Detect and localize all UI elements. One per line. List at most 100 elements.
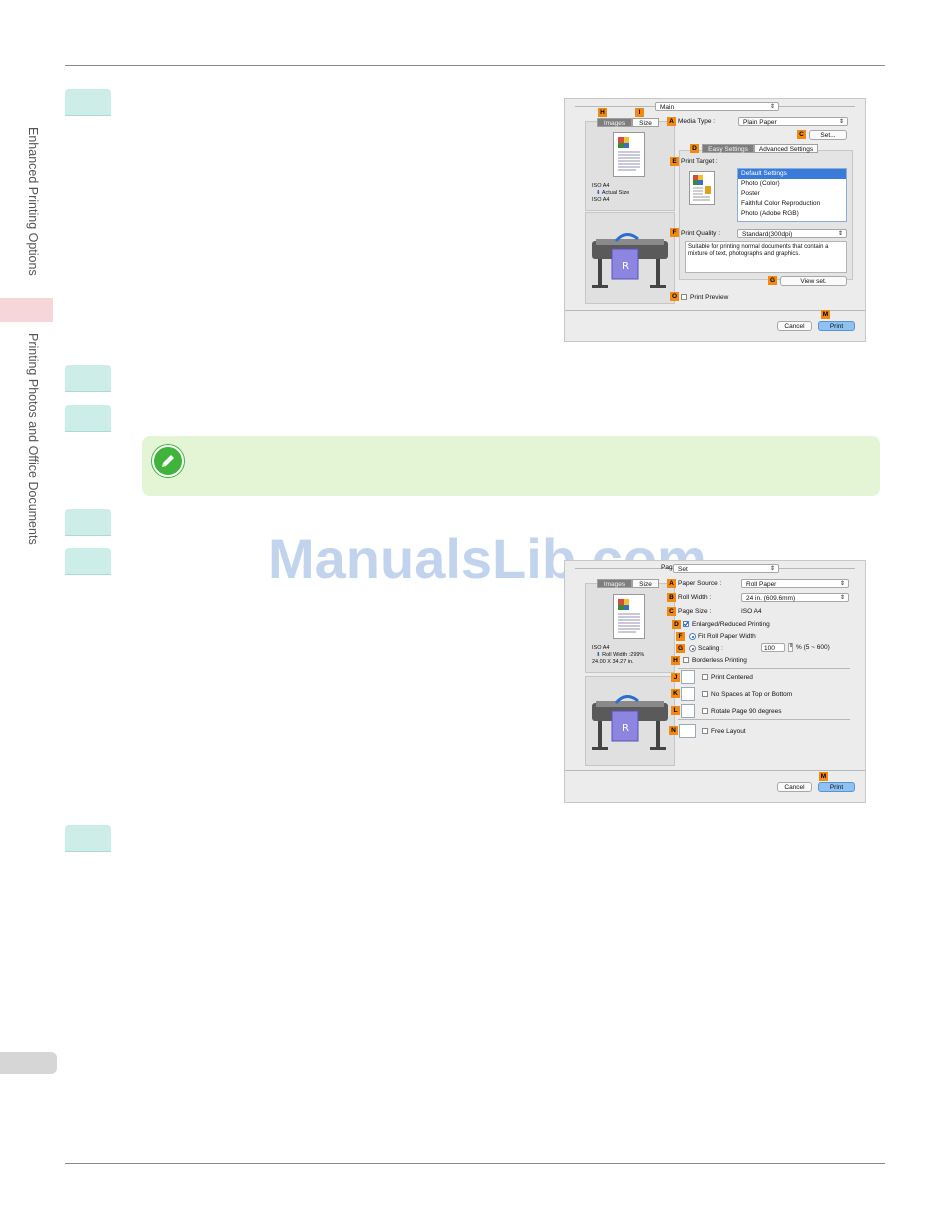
media-type-popup[interactable]: Plain Paper⇕ [738,117,848,126]
tab-size[interactable]: Size [632,118,659,127]
divider [678,668,850,669]
tag-e: E [670,157,679,166]
print-target-option[interactable]: Faithful Color Reproduction [741,200,821,207]
stepper-arrows-icon: ⇕ [789,643,794,649]
print-quality-popup[interactable]: Standard(300dpi)⇕ [737,229,847,238]
tag-d: D [690,144,699,153]
print-target-list[interactable]: Default Settings Photo (Color) Poster Fa… [737,168,847,222]
svg-text:R: R [622,261,629,272]
size-info-line1: ISO A4 [592,183,610,189]
tag-c: C [667,607,676,616]
tab-advanced-settings[interactable]: Advanced Settings [754,144,818,153]
arrow-down-icon: ⬇ [596,652,601,658]
free-layout-checkbox[interactable] [702,728,708,734]
printer-illustration-panel: R [585,212,675,304]
large-format-printer-icon: R [592,233,668,288]
tag-h: H [598,108,607,117]
tag-n: N [669,726,678,735]
note-box [142,436,880,496]
tag-b: B [667,593,676,602]
updown-arrow-icon: ⇕ [769,104,775,110]
borderless-label: Borderless Printing [692,657,747,664]
rotate-page-label: Rotate Page 90 degrees [711,708,782,715]
size-info-line2: ⬇ Roll Width :299% [596,652,645,658]
no-spaces-label: No Spaces at Top or Bottom [711,691,793,698]
updown-arrow-icon: ⇕ [839,595,845,601]
print-preview-checkbox[interactable] [681,294,687,300]
tab-images[interactable]: Images [597,118,632,127]
cancel-button[interactable]: Cancel [777,321,812,331]
scaling-radio[interactable] [689,645,696,652]
scaling-stepper[interactable]: ⇕ [788,643,793,652]
panel-select-popup[interactable]: Main⇕ [655,102,779,111]
panel-select-popup[interactable]: Set⇕ [673,564,779,573]
scaling-label: Scaling : [698,645,723,652]
rotate-page-icon [681,704,695,718]
step-box-3 [65,405,111,432]
checkmark-icon [683,621,689,627]
step-box-6 [65,825,111,852]
tag-d: D [672,620,681,629]
no-spaces-icon [681,687,695,701]
cancel-button[interactable]: Cancel [777,782,812,792]
printer-dialog-main: Main⇕ H I Images Size ISO A4 ⬇ Actual Si… [564,98,866,342]
set-button[interactable]: Set... [809,130,847,140]
scaling-range: % (5 ~ 600) [796,644,830,651]
panel-select-prefix: Pag [661,564,673,571]
no-spaces-checkbox[interactable] [702,691,708,697]
tag-f: F [676,632,685,641]
page-thumbnail [613,132,645,177]
size-info-line3: ISO A4 [592,197,610,203]
svg-text:R: R [622,723,629,734]
print-target-option[interactable]: Photo (Color) [741,180,780,187]
tab-images[interactable]: Images [597,579,632,588]
enlarged-reduced-label: Enlarged/Reduced Printing [692,621,770,628]
print-target-option[interactable]: Poster [741,190,760,197]
step-box-2 [65,365,111,392]
tag-j: J [671,673,680,682]
step-box-1 [65,89,111,116]
divider [565,310,865,311]
print-target-option[interactable]: Photo (Adobe RGB) [741,210,799,217]
tag-a: A [667,117,676,126]
divider [678,719,850,720]
media-type-label: Media Type : [678,118,716,125]
sidebar-tab-photos-office[interactable]: Printing Photos and Office Documents [26,333,40,545]
tag-l: L [671,706,680,715]
free-layout-icon [679,724,696,738]
print-button[interactable]: Print [818,782,855,792]
page-number-tab [0,1052,57,1074]
updown-arrow-icon: ⇕ [769,566,775,572]
free-layout-label: Free Layout [711,728,746,735]
updown-arrow-icon: ⇕ [837,231,843,237]
rotate-page-checkbox[interactable] [702,708,708,714]
borderless-checkbox[interactable] [683,657,689,663]
pencil-note-icon [152,445,184,477]
tab-size[interactable]: Size [632,579,659,588]
print-preview-label: Print Preview [690,294,729,301]
enlarged-reduced-checkbox[interactable] [683,621,689,627]
large-format-printer-icon: R [592,695,668,750]
printer-dialog-page-setup: Pag Set⇕ Images Size ISO A4 ⬇ Roll Width… [564,560,866,803]
scaling-input[interactable]: 100 [761,643,785,652]
tag-f: F [670,228,679,237]
step-box-5 [65,548,111,575]
printer-illustration-panel: R [585,676,675,766]
print-target-option[interactable]: Default Settings [738,169,846,179]
roll-width-popup[interactable]: 24 in. (609.6mm)⇕ [741,593,849,602]
print-button[interactable]: Print [818,321,855,331]
tag-k: K [671,689,680,698]
arrow-down-icon: ⬇ [596,190,601,196]
print-centered-checkbox[interactable] [702,674,708,680]
tab-easy-settings[interactable]: Easy Settings [702,144,754,153]
fit-roll-width-radio[interactable] [689,633,696,640]
sidebar-tab-enhanced-printing[interactable]: Enhanced Printing Options [26,127,40,276]
paper-source-label: Paper Source : [678,580,722,587]
fit-roll-width-label: Fit Roll Paper Width [698,633,756,640]
paper-source-popup[interactable]: Roll Paper⇕ [741,579,849,588]
view-set-button[interactable]: View set. [780,276,847,286]
print-target-description: Suitable for printing normal documents t… [685,241,847,273]
footer-rule [65,1163,885,1164]
size-info-line2: ⬇ Actual Size [596,190,630,196]
sidebar-active-marker [0,298,53,322]
